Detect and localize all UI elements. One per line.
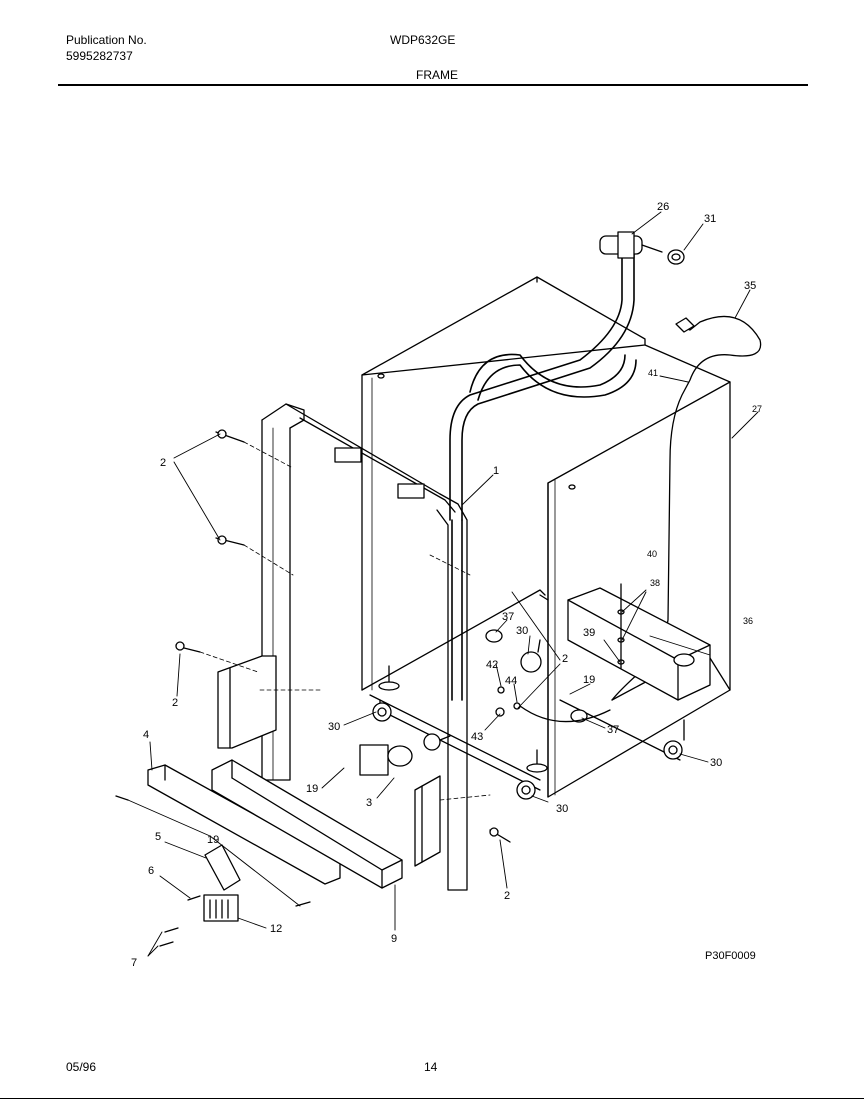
front-rails bbox=[147, 759, 403, 889]
callouts: 26 31 35 41 27 1 2 40 38 37 36 30 39 2 4… bbox=[131, 201, 762, 969]
callout-38: 38 bbox=[650, 578, 660, 588]
publication-number: 5995282737 bbox=[66, 49, 133, 63]
callout-26: 26 bbox=[657, 201, 669, 213]
switch-parts bbox=[115, 795, 311, 947]
section-title: FRAME bbox=[416, 68, 458, 82]
hardware bbox=[485, 583, 625, 723]
publication-label: Publication No. bbox=[66, 33, 147, 47]
inlet-fitting bbox=[599, 231, 685, 265]
callout-37-upper: 37 bbox=[502, 611, 514, 623]
model-number: WDP632GE bbox=[390, 33, 456, 47]
callout-3: 3 bbox=[366, 797, 372, 809]
bottom-rule bbox=[0, 1098, 864, 1099]
callout-7: 7 bbox=[131, 957, 137, 969]
callout-30-upper: 30 bbox=[516, 625, 528, 637]
page-number: 14 bbox=[424, 1060, 438, 1074]
side-brackets bbox=[175, 429, 511, 867]
callout-39: 39 bbox=[583, 627, 595, 639]
callout-19-left: 19 bbox=[306, 783, 318, 795]
callout-41: 41 bbox=[648, 368, 658, 378]
callout-35: 35 bbox=[744, 280, 756, 292]
frame-rail bbox=[261, 403, 468, 891]
leader-lines bbox=[127, 211, 759, 957]
callout-27: 27 bbox=[752, 404, 762, 414]
callout-30-bottom: 30 bbox=[556, 803, 568, 815]
figure-id: P30F0009 bbox=[705, 950, 756, 962]
callout-36: 36 bbox=[743, 616, 753, 626]
publication-date: 05/96 bbox=[66, 1060, 97, 1074]
callout-2-bottom: 2 bbox=[504, 890, 510, 902]
callout-2-center: 2 bbox=[562, 653, 568, 665]
callout-2-left: 2 bbox=[172, 697, 178, 709]
callout-30-right: 30 bbox=[710, 757, 722, 769]
rollers bbox=[372, 639, 683, 800]
callout-19-right: 19 bbox=[583, 674, 595, 686]
callout-42: 42 bbox=[486, 659, 498, 671]
callout-1: 1 bbox=[493, 465, 499, 477]
callout-9: 9 bbox=[391, 933, 397, 945]
callout-6: 6 bbox=[148, 865, 154, 877]
junction-box bbox=[567, 587, 711, 741]
callout-2-top: 2 bbox=[160, 457, 166, 469]
alignment-lines bbox=[199, 441, 491, 801]
callout-43: 43 bbox=[471, 731, 483, 743]
header-rule bbox=[58, 84, 808, 86]
callout-37-lower: 37 bbox=[607, 724, 619, 736]
callout-19-bottom: 19 bbox=[207, 834, 219, 846]
callout-44: 44 bbox=[505, 675, 517, 687]
callout-4: 4 bbox=[143, 729, 149, 741]
callout-5: 5 bbox=[155, 831, 161, 843]
inlet-valve bbox=[359, 733, 451, 776]
callout-12: 12 bbox=[270, 923, 282, 935]
callout-40: 40 bbox=[647, 549, 657, 559]
callout-30-left: 30 bbox=[328, 721, 340, 733]
callout-31: 31 bbox=[704, 213, 716, 225]
water-hoses bbox=[449, 251, 637, 701]
